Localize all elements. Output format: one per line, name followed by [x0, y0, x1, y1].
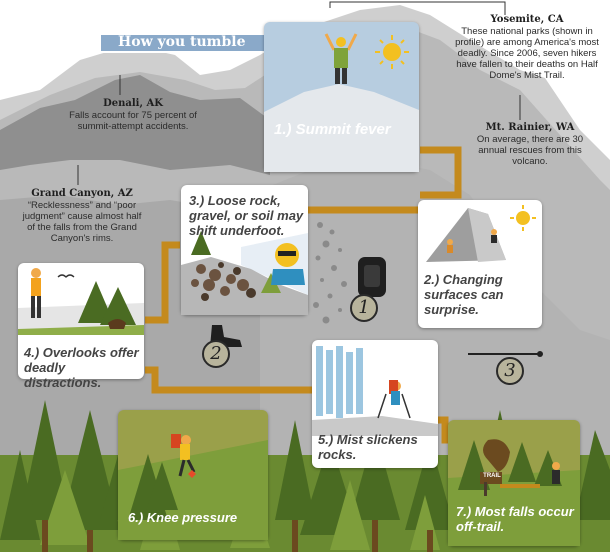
yosemite-text: These national parks (shown in profile) … [455, 26, 599, 81]
step-2-card: 2.) Changing surfaces can surprise. [418, 200, 542, 328]
rainier-title: Mt. Rainier, WA [485, 122, 575, 133]
rainier-text: On average, there are 30 annual rescues … [476, 134, 584, 167]
loose-rock-illustration [181, 231, 308, 315]
gear-badge-1: 1 [350, 294, 378, 322]
rainier-note: Mt. Rainier, WA On average, there are 30… [475, 122, 585, 167]
step-4-card: 4.) Overlooks offer deadly distractions. [18, 263, 144, 390]
banner-label: How you tumble [118, 34, 246, 50]
overlook-illustration [18, 268, 144, 335]
grand-canyon-text: “Recklessness” and “poor judgment” cause… [22, 200, 142, 244]
step-4-caption: 4.) Overlooks offer deadly distractions. [24, 345, 139, 390]
sun-icon [375, 35, 409, 69]
step-2-caption: 2.) Changing surfaces can surprise. [424, 272, 504, 317]
gear-badge-3: 3 [496, 357, 524, 385]
step-1-caption: 1.) Summit fever [274, 121, 391, 138]
grand-canyon-title: Grand Canyon, AZ [31, 188, 133, 199]
denali-note: Denali, AK Falls account for 75 percent … [58, 98, 208, 132]
step-7-card: TRAIL 7.) Most falls occur off-trail. [448, 420, 580, 546]
backpack-icon [358, 257, 386, 297]
yosemite-note: Yosemite, CA These national parks (shown… [452, 14, 602, 81]
grand-canyon-note: Grand Canyon, AZ “Recklessness” and “poo… [22, 188, 142, 244]
step-6-card: 6.) Knee pressure [118, 410, 268, 540]
summit-hiker-illustration [264, 33, 419, 172]
step-5-caption: 5.) Mist slickens rocks. [318, 432, 418, 462]
off-trail-illustration [448, 439, 580, 546]
step-3-card: 3.) Loose rock, gravel, or soil may shif… [181, 185, 308, 315]
trail-sign: TRAIL [483, 473, 501, 479]
yosemite-title: Yosemite, CA [490, 14, 564, 25]
step-6-caption: 6.) Knee pressure [128, 510, 238, 525]
sun-icon [510, 205, 536, 231]
rock-climber-illustration [426, 205, 536, 262]
denali-text: Falls account for 75 percent of summit-a… [69, 110, 197, 132]
mist-waterfall-illustration [312, 346, 438, 436]
step-7-caption: 7.) Most falls occur off-trail. [456, 504, 574, 534]
step-1-card: 1.) Summit fever [264, 22, 419, 172]
knee-pressure-illustration [118, 434, 268, 540]
denali-title: Denali, AK [103, 98, 163, 109]
gear-badge-2: 2 [202, 340, 230, 368]
step-5-card: 5.) Mist slickens rocks. [312, 340, 438, 468]
step-3-caption: 3.) Loose rock, gravel, or soil may shif… [189, 193, 304, 238]
